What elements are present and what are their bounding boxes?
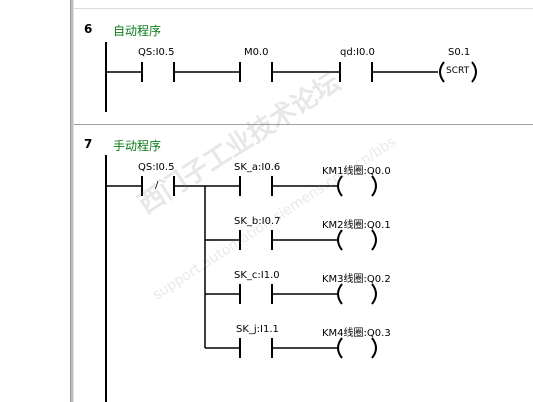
coil-label: KM3线圈:Q0.2 — [322, 274, 391, 285]
network-6-title[interactable]: 自动程序 — [113, 24, 162, 38]
contact-m00[interactable] — [239, 62, 273, 82]
contact-label: SK_a:I0.6 — [234, 162, 281, 173]
coil-label: KM2线圈:Q0.1 — [322, 220, 391, 231]
coil-label: KM4线圈:Q0.3 — [322, 328, 391, 339]
contact-label: M0.0 — [244, 47, 269, 58]
contact-label: SK_j:I1.1 — [236, 324, 279, 335]
coil-label: KM1线圈:Q0.0 — [322, 166, 391, 177]
coil-text: SCRT — [446, 66, 470, 76]
contact-label: QS:I0.5 — [138, 162, 175, 173]
coil-scrt[interactable] — [439, 61, 477, 83]
contact-qs-i05[interactable] — [141, 62, 175, 82]
network-6-number: 6 — [84, 22, 93, 36]
network-7-title[interactable]: 手动程序 — [113, 139, 162, 153]
gutter-splitter[interactable] — [70, 0, 74, 402]
contact-label: QS:I0.5 — [138, 47, 175, 58]
contact-label: SK_c:I1.0 — [234, 270, 280, 281]
contact-label: SK_b:I0.7 — [234, 216, 281, 227]
coil-label: S0.1 — [448, 47, 471, 58]
branch-1[interactable] — [239, 175, 377, 197]
editor-gutter — [0, 0, 70, 402]
network-divider — [74, 124, 533, 125]
branch-4[interactable] — [239, 337, 377, 359]
nc-slash: / — [155, 180, 159, 191]
contact-label: qd:I0.0 — [340, 47, 375, 58]
branch-2[interactable] — [239, 229, 377, 251]
contact-qs-i05-nc[interactable] — [141, 176, 175, 196]
network-divider — [74, 8, 533, 9]
branch-3[interactable] — [239, 283, 377, 305]
contact-qd-i00[interactable] — [339, 62, 373, 82]
network-7-number: 7 — [84, 137, 93, 151]
